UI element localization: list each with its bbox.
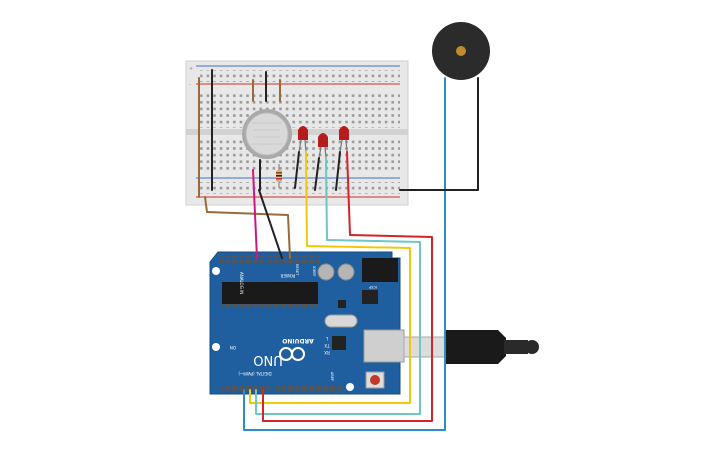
jumper-black-led3[interactable] xyxy=(335,151,341,191)
wire-magenta-analog[interactable] xyxy=(252,169,258,259)
power-label: POWER xyxy=(280,273,295,278)
icsp-label: ICSP xyxy=(369,285,377,289)
wire-teal-led2[interactable] xyxy=(255,157,421,415)
l-led-label: L xyxy=(325,336,328,341)
usb-cable[interactable] xyxy=(403,330,539,364)
rail-plus-label: + xyxy=(189,66,193,72)
on-led-label: ON xyxy=(230,345,236,350)
analog-in-label: ANALOG IN xyxy=(239,272,244,294)
piezo-buzzer[interactable] xyxy=(432,22,490,80)
wire-red-led3[interactable] xyxy=(262,151,433,422)
ioref-label: IOREF xyxy=(312,266,316,276)
wire-black-buzzer[interactable] xyxy=(399,77,479,191)
wire-blue-buzzer[interactable] xyxy=(243,77,446,431)
red-led-1[interactable] xyxy=(298,126,308,153)
reset-label: RESET xyxy=(295,264,299,276)
tx-label: TX xyxy=(324,343,330,348)
arduino-infinity-logo xyxy=(279,347,305,361)
jumper-black-led2[interactable] xyxy=(314,157,320,191)
wire-black-power[interactable] xyxy=(258,189,283,259)
red-led-3[interactable] xyxy=(339,126,349,153)
breadboard[interactable]: + - xyxy=(185,60,409,206)
wire-yellow-led1[interactable] xyxy=(249,151,411,404)
arduino-brand-label: ARDUINO xyxy=(282,337,313,344)
wire-brown-gnd[interactable] xyxy=(204,196,291,259)
rx-label: RX xyxy=(324,350,330,355)
resistor[interactable] xyxy=(276,164,282,188)
arduino-board[interactable]: UNO ARDUINO ON TX RX L ANALOG IN POWER D… xyxy=(209,251,405,395)
gas-sensor[interactable] xyxy=(242,109,292,159)
rail-minus-label: - xyxy=(189,82,191,88)
digital-pwm-label: DIGITAL (PWM~) xyxy=(238,371,272,376)
uno-model-label: UNO xyxy=(253,352,282,367)
aref-label: AREF xyxy=(330,372,334,381)
jumper-black-led1[interactable] xyxy=(294,151,300,189)
red-led-2[interactable] xyxy=(318,133,328,159)
